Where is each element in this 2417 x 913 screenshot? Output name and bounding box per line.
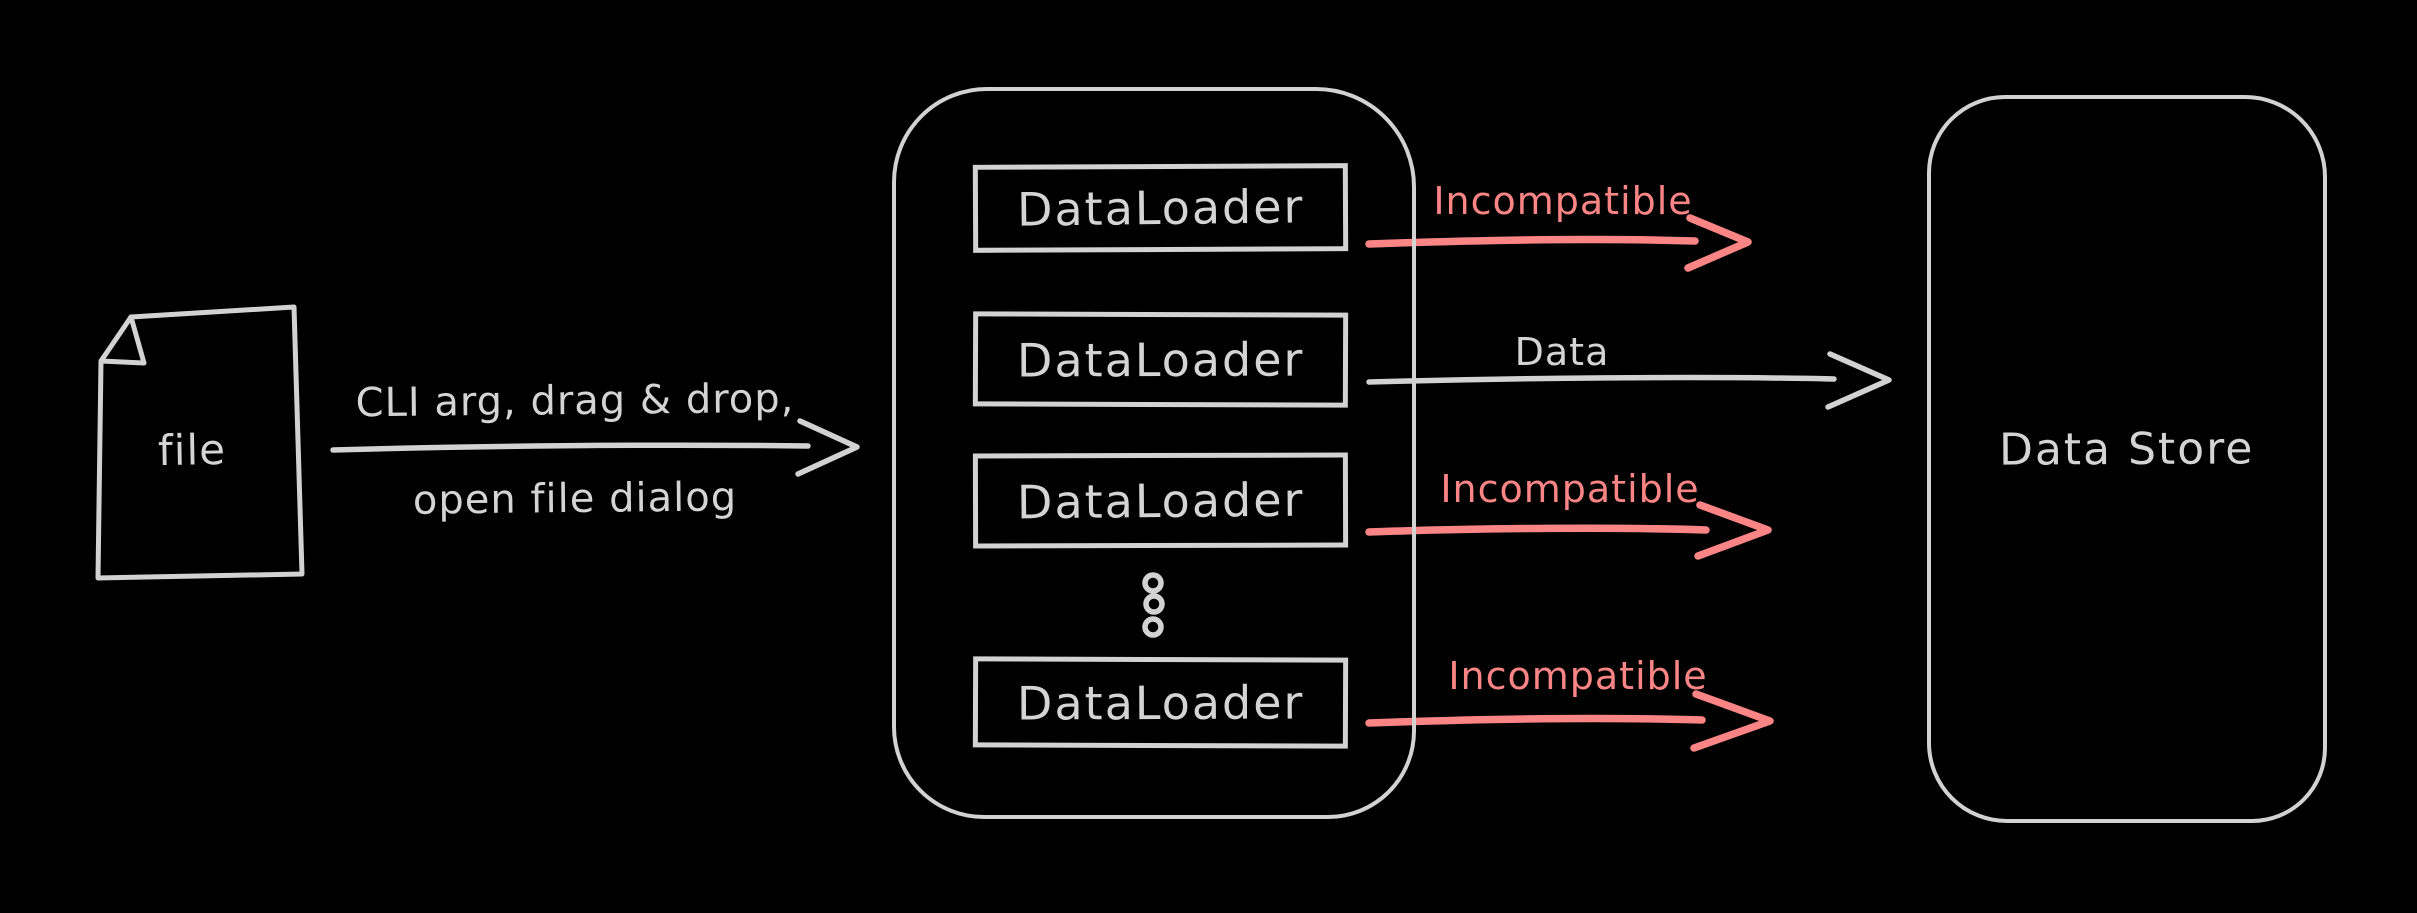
output-arrow-line	[1365, 235, 1699, 248]
arrowhead-icon	[1825, 351, 1892, 410]
input-arrow-line	[330, 442, 811, 453]
dataloader-box-2: DataLoader	[972, 311, 1349, 408]
dataloader-label: DataLoader	[1016, 472, 1305, 529]
data-store-label: Data Store	[1999, 422, 2255, 476]
output-arrow-line	[1365, 524, 1710, 536]
ellipsis-dot	[1143, 593, 1165, 615]
input-arrow-caption-line2: open file dialog	[412, 474, 738, 524]
arrowhead-icon	[1690, 690, 1774, 752]
dataloader-label: DataLoader	[1016, 179, 1305, 237]
output-label-incompatible-3: Incompatible	[1448, 654, 1708, 698]
file-icon	[95, 304, 305, 581]
input-arrow-caption-line1: CLI arg, drag & drop,	[355, 375, 795, 427]
output-label-incompatible-2: Incompatible	[1440, 467, 1700, 511]
output-arrow-incompatible-2	[1365, 501, 1772, 560]
dataloader-label: DataLoader	[1016, 674, 1305, 731]
arrowhead-icon	[1694, 501, 1772, 560]
output-label-incompatible-1: Incompatible	[1433, 179, 1693, 223]
file-label: file	[157, 424, 227, 476]
output-arrow-incompatible-1	[1365, 214, 1752, 272]
arrowhead-icon	[1684, 214, 1752, 272]
input-arrow	[330, 418, 860, 477]
output-arrow-data	[1366, 351, 1892, 410]
file-fold-corner	[98, 314, 147, 366]
dataloader-label: DataLoader	[1016, 331, 1305, 388]
file-page-outline	[95, 304, 305, 581]
output-arrow-incompatible-3	[1365, 690, 1774, 752]
output-label-data: Data	[1514, 330, 1610, 374]
arrowhead-icon	[795, 418, 860, 477]
output-arrow-line	[1365, 714, 1706, 727]
data-store-box: Data Store	[1927, 95, 2327, 823]
dataloader-box-4: DataLoader	[972, 656, 1349, 749]
dataloader-box-1: DataLoader	[972, 163, 1349, 253]
vertical-ellipsis-icon	[1142, 572, 1165, 638]
dataloader-group-box	[892, 87, 1416, 819]
ellipsis-dot	[1142, 616, 1164, 638]
dataloader-box-3: DataLoader	[972, 452, 1349, 549]
ellipsis-dot	[1142, 572, 1164, 594]
output-arrow-line	[1366, 374, 1837, 385]
